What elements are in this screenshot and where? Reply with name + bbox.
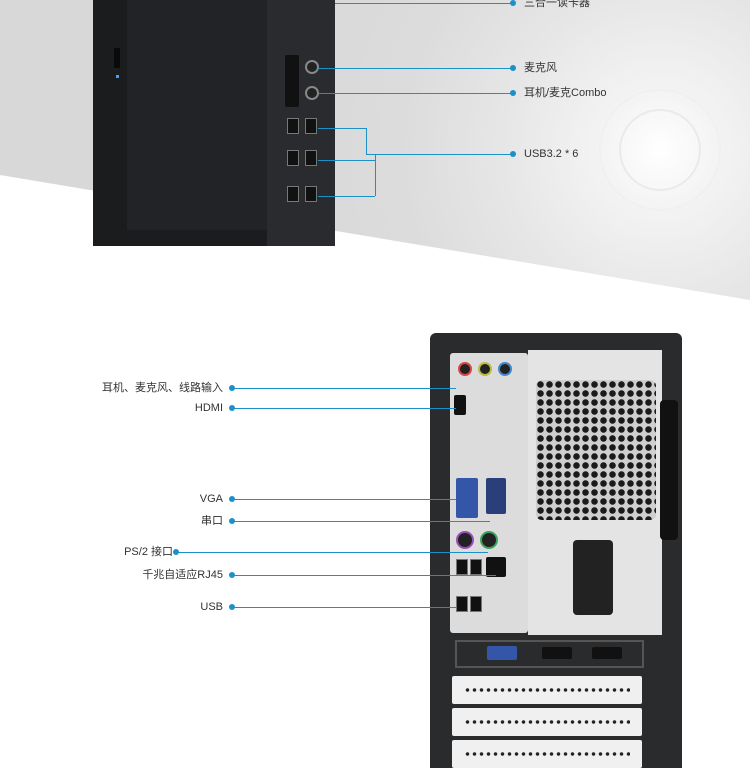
card-hdmi-port [542, 647, 572, 659]
expansion-slot-cover [452, 708, 642, 736]
callout-dot [229, 496, 235, 502]
video-card-bracket [455, 640, 644, 668]
rear-usb-port [470, 596, 482, 612]
card-hdmi-port [592, 647, 622, 659]
front-bezel [127, 0, 267, 230]
callout-dot [510, 151, 516, 157]
callout-line [318, 128, 366, 129]
ps2-port-green [480, 531, 498, 549]
expansion-slot-cover [452, 676, 642, 704]
callout-dot [173, 549, 179, 555]
audio-jack-blue [498, 362, 512, 376]
callout-bracket [375, 154, 376, 196]
front-io-strip [267, 0, 335, 246]
mic-jack [305, 60, 319, 74]
callout-line [234, 607, 456, 608]
side-handle [660, 400, 678, 540]
front-usb-port [305, 118, 317, 134]
rear-usb-port [456, 559, 468, 575]
front-usb-port [305, 150, 317, 166]
label-ps2: PS/2 接口 [124, 546, 173, 558]
callout-dot [229, 604, 235, 610]
label-serial: 串口 [201, 515, 223, 527]
callout-dot [229, 572, 235, 578]
callout-dot [510, 90, 516, 96]
expansion-slot-cover [452, 740, 642, 768]
callout-line [234, 499, 456, 500]
front-usb-port [305, 186, 317, 202]
callout-line [335, 3, 513, 4]
serial-port [486, 478, 506, 514]
callout-dot [229, 518, 235, 524]
label-audio: 耳机、麦克风、线路输入 [102, 382, 223, 394]
callout-dot [229, 385, 235, 391]
label-rj45: 千兆自适应RJ45 [142, 569, 223, 581]
label-card-reader: 三合一读卡器 [524, 0, 590, 9]
fan-grille [536, 380, 656, 520]
front-usb-port [287, 118, 299, 134]
ps2-port-purple [456, 531, 474, 549]
callout-line [318, 68, 513, 69]
rj45-port [486, 557, 506, 577]
label-vga: VGA [199, 493, 223, 505]
power-indicator [114, 48, 120, 68]
card-vga-port [487, 646, 517, 660]
callout-line [318, 93, 513, 94]
audio-jack-green [478, 362, 492, 376]
callout-line [234, 408, 456, 409]
callout-line [318, 160, 375, 161]
front-usb-port [287, 186, 299, 202]
audio-jack-red [458, 362, 472, 376]
rear-io-panel [450, 353, 528, 633]
rear-usb-port [470, 559, 482, 575]
callout-dot [229, 405, 235, 411]
label-headset-combo: 耳机/麦克Combo [524, 87, 607, 99]
callout-line [318, 196, 375, 197]
label-hdmi: HDMI [194, 402, 223, 414]
label-usb-rear: USB [200, 601, 223, 613]
callout-bracket [366, 128, 367, 154]
status-led [116, 75, 119, 78]
callout-line [234, 575, 496, 576]
label-mic: 麦克风 [524, 62, 557, 74]
rear-usb-port [456, 596, 468, 612]
label-usb-front: USB3.2 * 6 [524, 148, 579, 160]
power-socket [573, 540, 613, 615]
callout-line [234, 521, 490, 522]
card-reader-slot [285, 55, 299, 107]
callout-line [178, 552, 488, 553]
vga-port [456, 478, 478, 518]
front-usb-port [287, 150, 299, 166]
callout-dot [510, 65, 516, 71]
callout-line [234, 388, 456, 389]
hdmi-port [454, 395, 466, 415]
callout-line [366, 154, 513, 155]
callout-dot [510, 0, 516, 6]
pc-front-panel [93, 0, 335, 246]
headset-jack [305, 86, 319, 100]
